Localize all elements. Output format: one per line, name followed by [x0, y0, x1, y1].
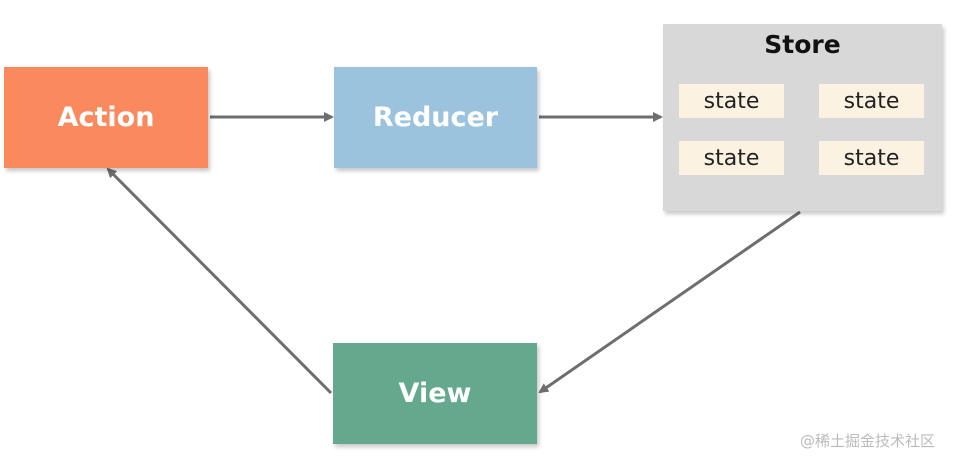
- state-chip: state: [819, 84, 924, 118]
- view-node: View: [333, 343, 537, 444]
- store-label: Store: [764, 30, 841, 59]
- action-node: Action: [4, 67, 208, 168]
- state-chip: state: [819, 141, 924, 175]
- state-chip: state: [679, 141, 784, 175]
- arrow-view-to-action: [106, 167, 333, 395]
- state-chip: state: [679, 84, 784, 118]
- action-label: Action: [57, 102, 155, 133]
- arrow-store-to-view: [538, 210, 801, 394]
- reducer-node: Reducer: [334, 67, 537, 168]
- watermark-text: @稀土掘金技术社区: [800, 432, 936, 450]
- store-node: Store state state state state: [663, 24, 942, 211]
- view-label: View: [398, 378, 472, 409]
- reducer-label: Reducer: [372, 102, 499, 133]
